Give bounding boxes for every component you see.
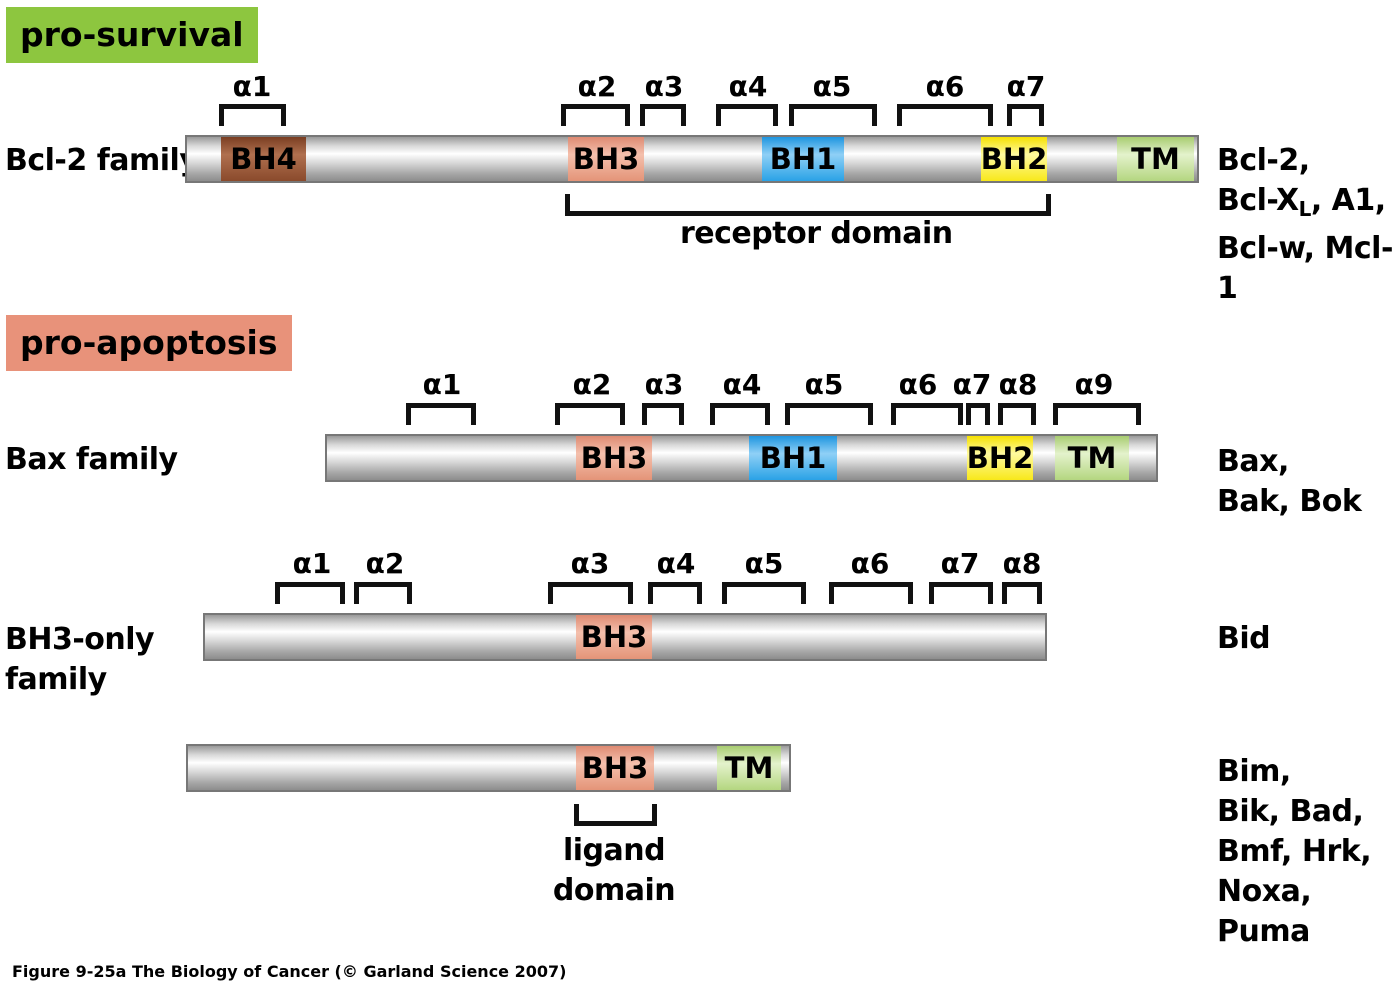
- bcl2-protein-bar: BH4 BH3 BH1 BH2 TM: [185, 135, 1199, 183]
- helix-label: α9: [1074, 368, 1114, 401]
- receptor-domain-bracket: [565, 194, 1051, 216]
- helix-label: α3: [644, 70, 684, 103]
- helix-bracket: [275, 582, 345, 604]
- bax-family-label: Bax family: [5, 442, 178, 477]
- helix-label: α1: [232, 70, 272, 103]
- bid-members: Bid: [1217, 621, 1271, 656]
- helix-bracket: [648, 582, 702, 604]
- helix-label: α7: [952, 368, 992, 401]
- helix-bracket: [555, 403, 625, 425]
- domain-tm: TM: [1117, 137, 1194, 181]
- domain-bh3: BH3: [576, 746, 654, 790]
- helix-label: α2: [572, 368, 612, 401]
- helix-label: α6: [925, 70, 965, 103]
- bid-protein-bar: BH3: [203, 613, 1047, 661]
- helix-bracket: [998, 403, 1036, 425]
- helix-bracket: [929, 582, 993, 604]
- helix-bracket: [1007, 104, 1044, 126]
- helix-label: α3: [644, 368, 684, 401]
- helix-label: α4: [656, 547, 696, 580]
- helix-bracket: [548, 582, 633, 604]
- helix-bracket: [716, 104, 778, 126]
- helix-bracket: [710, 403, 770, 425]
- helix-label: α1: [422, 368, 462, 401]
- label-line: domain: [552, 873, 676, 908]
- helix-bracket: [789, 104, 877, 126]
- helix-label: α1: [292, 547, 332, 580]
- bax-members: Bax, Bak, Bok: [1217, 442, 1362, 522]
- domain-bh2: BH2: [981, 137, 1047, 181]
- label-line: BH3-only: [5, 622, 155, 657]
- pro-apoptosis-header: pro-apoptosis: [6, 315, 292, 371]
- helix-bracket: [891, 403, 963, 425]
- helix-label: α5: [804, 368, 844, 401]
- helix-label: α8: [998, 368, 1038, 401]
- helix-label: α6: [898, 368, 938, 401]
- member-line: Bak, Bok: [1217, 484, 1362, 519]
- helix-bracket: [897, 104, 993, 126]
- label-line: family: [5, 662, 107, 697]
- helix-label: α5: [744, 547, 784, 580]
- bh3only-family-label: BH3-only family: [5, 620, 155, 700]
- bim-protein-bar: BH3 TM: [186, 744, 791, 792]
- helix-label: α3: [570, 547, 610, 580]
- helix-bracket: [829, 582, 913, 604]
- helix-bracket: [561, 104, 630, 126]
- domain-bh1: BH1: [762, 137, 844, 181]
- member-line: Bik, Bad,: [1217, 794, 1364, 829]
- helix-bracket: [354, 582, 412, 604]
- domain-tm: TM: [717, 746, 781, 790]
- helix-bracket: [1053, 403, 1141, 425]
- helix-label: α2: [577, 70, 617, 103]
- member-line: Bcl-w, Mcl-1: [1217, 231, 1393, 306]
- helix-bracket: [219, 104, 286, 126]
- domain-bh3: BH3: [576, 615, 652, 659]
- domain-tm: TM: [1055, 436, 1129, 480]
- helix-bracket: [785, 403, 873, 425]
- domain-bh3: BH3: [576, 436, 652, 480]
- bim-members: Bim, Bik, Bad, Bmf, Hrk, Noxa, Puma: [1217, 752, 1372, 952]
- member-line: Noxa,: [1217, 874, 1312, 909]
- helix-label: α2: [365, 547, 405, 580]
- member-line: Bmf, Hrk,: [1217, 834, 1372, 869]
- member-line: Bcl-XL, A1,: [1217, 183, 1386, 221]
- member-line: Puma: [1217, 914, 1310, 949]
- helix-label: α7: [940, 547, 980, 580]
- helix-bracket: [642, 403, 684, 425]
- label-line: ligand: [562, 833, 666, 868]
- member-line: Bcl-2,: [1217, 143, 1310, 178]
- domain-bh1: BH1: [749, 436, 837, 480]
- helix-label: α7: [1006, 70, 1046, 103]
- helix-label: α4: [728, 70, 768, 103]
- helix-bracket: [722, 582, 806, 604]
- domain-bh3: BH3: [568, 137, 644, 181]
- member-line: Bax,: [1217, 444, 1289, 479]
- helix-bracket: [406, 403, 476, 425]
- domain-bh2: BH2: [967, 436, 1033, 480]
- helix-bracket: [640, 104, 686, 126]
- bax-protein-bar: BH3 BH1 BH2 TM: [325, 434, 1158, 482]
- bcl2-family-label: Bcl-2 family: [5, 143, 199, 178]
- member-line: Bim,: [1217, 754, 1291, 789]
- bcl2-members: Bcl-2, Bcl-XL, A1, Bcl-w, Mcl-1: [1217, 141, 1400, 309]
- helix-label: α8: [1002, 547, 1042, 580]
- receptor-domain-label: receptor domain: [680, 216, 953, 251]
- helix-label: α4: [722, 368, 762, 401]
- helix-label: α5: [812, 70, 852, 103]
- ligand-domain-label: ligand domain: [548, 831, 680, 911]
- helix-label: α6: [850, 547, 890, 580]
- helix-bracket: [966, 403, 990, 425]
- domain-bh4: BH4: [221, 137, 306, 181]
- figure-caption: Figure 9-25a The Biology of Cancer (© Ga…: [12, 962, 567, 981]
- helix-bracket: [1002, 582, 1042, 604]
- ligand-domain-bracket: [574, 804, 657, 826]
- pro-survival-header: pro-survival: [6, 7, 258, 63]
